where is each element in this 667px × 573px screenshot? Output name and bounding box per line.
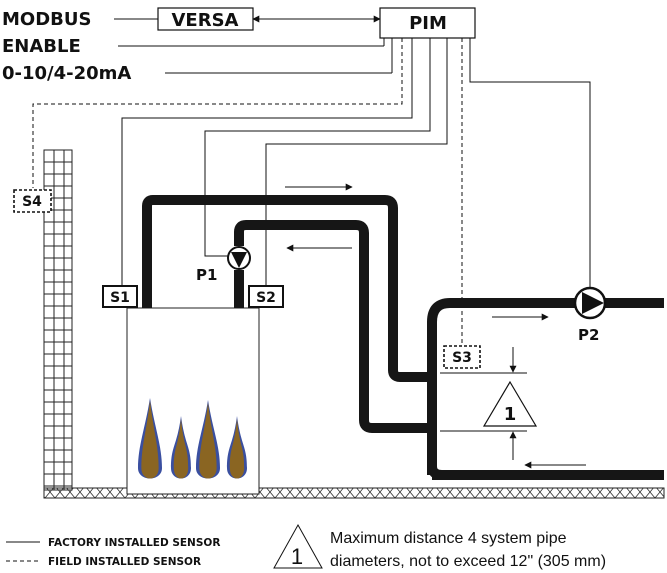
p1-pump bbox=[227, 246, 251, 270]
note-line-2: diameters, not to exceed 12" (305 mm) bbox=[330, 553, 606, 570]
flame-group bbox=[138, 398, 247, 479]
floor bbox=[43, 487, 665, 499]
signal-label: 0-10/4-20mA bbox=[2, 63, 131, 84]
flame-icon bbox=[141, 400, 159, 479]
p2-pump bbox=[573, 286, 607, 320]
system-supply-pipe bbox=[427, 298, 664, 475]
primary-supply-pipe bbox=[142, 195, 432, 382]
svg-text:S3: S3 bbox=[452, 350, 472, 366]
s2-wire bbox=[265, 38, 448, 286]
p1-label: P1 bbox=[196, 266, 217, 284]
callout-number: 1 bbox=[504, 404, 517, 425]
versa-box: VERSA bbox=[157, 7, 254, 31]
triangle-callout-icon bbox=[273, 523, 323, 569]
s3-sensor-tag: S3 bbox=[443, 345, 481, 369]
flame-icon bbox=[229, 418, 245, 479]
pim-box: PIM bbox=[379, 7, 476, 39]
svg-text:S1: S1 bbox=[110, 290, 130, 306]
legend: FACTORY INSTALLED SENSOR FIELD INSTALLED… bbox=[6, 537, 220, 568]
legend-factory: FACTORY INSTALLED SENSOR bbox=[48, 537, 220, 549]
s1-wire bbox=[121, 38, 413, 286]
p1-wire bbox=[204, 38, 431, 257]
distance-dimension bbox=[440, 347, 527, 460]
note: 1 Maximum distance 4 system pipe diamete… bbox=[273, 523, 606, 570]
note-line-1: Maximum distance 4 system pipe bbox=[330, 530, 567, 547]
enable-label: ENABLE bbox=[2, 36, 81, 57]
note-number: 1 bbox=[291, 544, 303, 569]
svg-text:S4: S4 bbox=[22, 194, 42, 210]
s4-wire bbox=[32, 38, 403, 188]
p2-label: P2 bbox=[578, 326, 599, 344]
s1-sensor-tag: S1 bbox=[102, 285, 138, 308]
versa-label: VERSA bbox=[172, 10, 239, 31]
s4-sensor-tag: S4 bbox=[13, 189, 52, 213]
modbus-label: MODBUS bbox=[2, 9, 91, 30]
pim-label: PIM bbox=[409, 13, 447, 34]
triangle-callout-icon: 1 bbox=[482, 380, 538, 427]
flame-icon bbox=[173, 418, 189, 479]
svg-text:S2: S2 bbox=[256, 290, 276, 306]
flame-icon bbox=[199, 402, 217, 479]
s2-sensor-tag: S2 bbox=[248, 285, 284, 308]
p2-wire bbox=[469, 38, 591, 288]
legend-field: FIELD INSTALLED SENSOR bbox=[48, 556, 201, 568]
